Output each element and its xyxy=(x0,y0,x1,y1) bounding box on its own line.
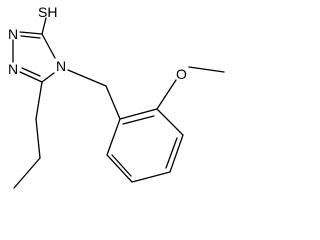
benzene-inner-bond-1 xyxy=(122,115,155,125)
structure-diagram: SH N N N O xyxy=(8,4,225,189)
bond-n4-c3 xyxy=(41,33,56,59)
bond-c3-s xyxy=(41,17,47,35)
ring-n1-label: N xyxy=(8,61,18,77)
bond-c3-n2-double xyxy=(20,35,41,39)
bond-ch2-ring xyxy=(105,85,121,120)
bond-n1-c5-double xyxy=(21,67,41,77)
bond-propyl-1-2 xyxy=(35,118,41,159)
benzene-inner-bond-2 xyxy=(165,137,178,169)
ether-o-label: O xyxy=(176,66,187,82)
bond-propyl-2-3 xyxy=(13,157,41,189)
benzyl-group xyxy=(67,66,225,183)
bond-n4-ch2 xyxy=(67,69,107,87)
benzene-inner-bond-3 xyxy=(111,154,132,177)
bond-c5-propyl-1 xyxy=(35,81,43,120)
bond-o-methyl xyxy=(188,66,225,73)
bond-n1-c5 xyxy=(19,71,43,83)
triazole-ring xyxy=(12,17,56,83)
bond-c3-n2 xyxy=(19,31,43,35)
bond-c5-n4 xyxy=(41,72,55,83)
bond-ring-o xyxy=(156,79,177,110)
benzene-ring xyxy=(106,108,184,183)
ring-n2-label: N xyxy=(8,26,18,42)
ring-n4-label: N xyxy=(56,58,66,74)
thiol-label: SH xyxy=(38,4,57,20)
propyl-chain xyxy=(13,81,43,189)
